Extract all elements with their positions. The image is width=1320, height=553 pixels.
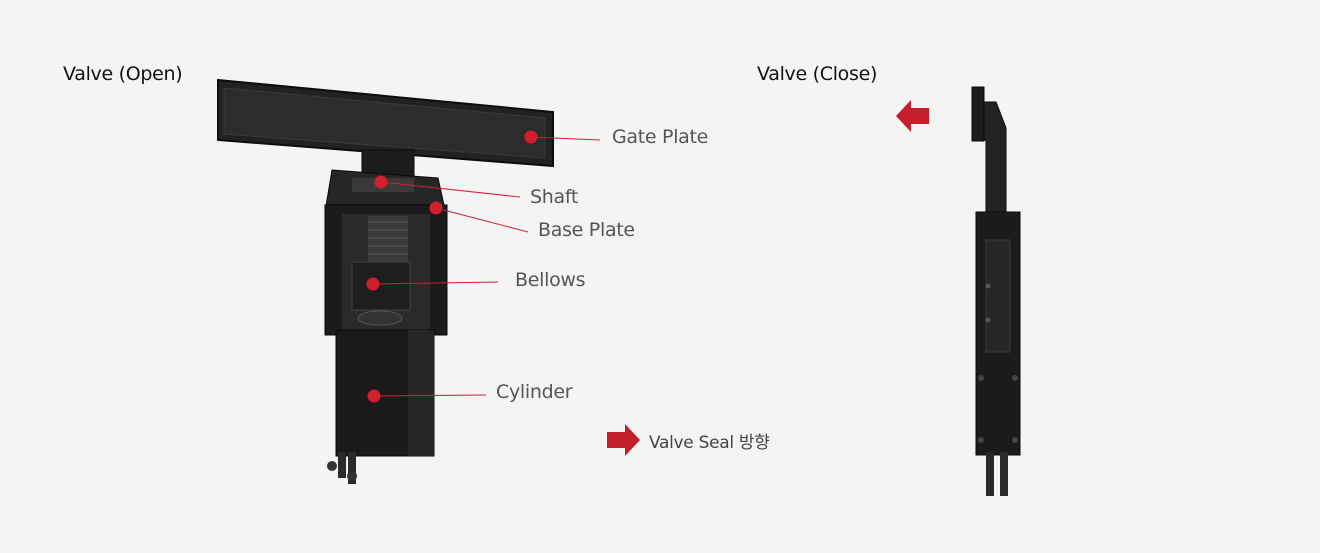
bellows-label: Bellows — [515, 269, 586, 291]
valve-seal-label: Valve Seal 방향 — [649, 432, 770, 453]
callout-markers — [366, 130, 538, 403]
valve-open-drawing — [217, 78, 554, 484]
base-plate-marker — [429, 201, 443, 215]
valve-close-drawing — [971, 86, 1021, 496]
valve-close-title: Valve (Close) — [757, 63, 878, 85]
shaft-marker — [374, 175, 388, 189]
right-arrow-icon — [607, 424, 640, 456]
valve-open-title: Valve (Open) — [63, 63, 183, 85]
shaft-label: Shaft — [530, 186, 579, 208]
left-arrow-icon — [896, 100, 929, 132]
cylinder-label: Cylinder — [496, 381, 573, 403]
gate-plate-marker — [524, 130, 538, 144]
callout-leaders — [372, 136, 601, 397]
cylinder-marker — [367, 389, 381, 403]
gate-plate-label: Gate Plate — [612, 126, 709, 148]
bellows-marker — [366, 277, 380, 291]
valve-seal-legend: Valve Seal 방향 — [607, 424, 770, 456]
base-plate-label: Base Plate — [538, 219, 635, 241]
